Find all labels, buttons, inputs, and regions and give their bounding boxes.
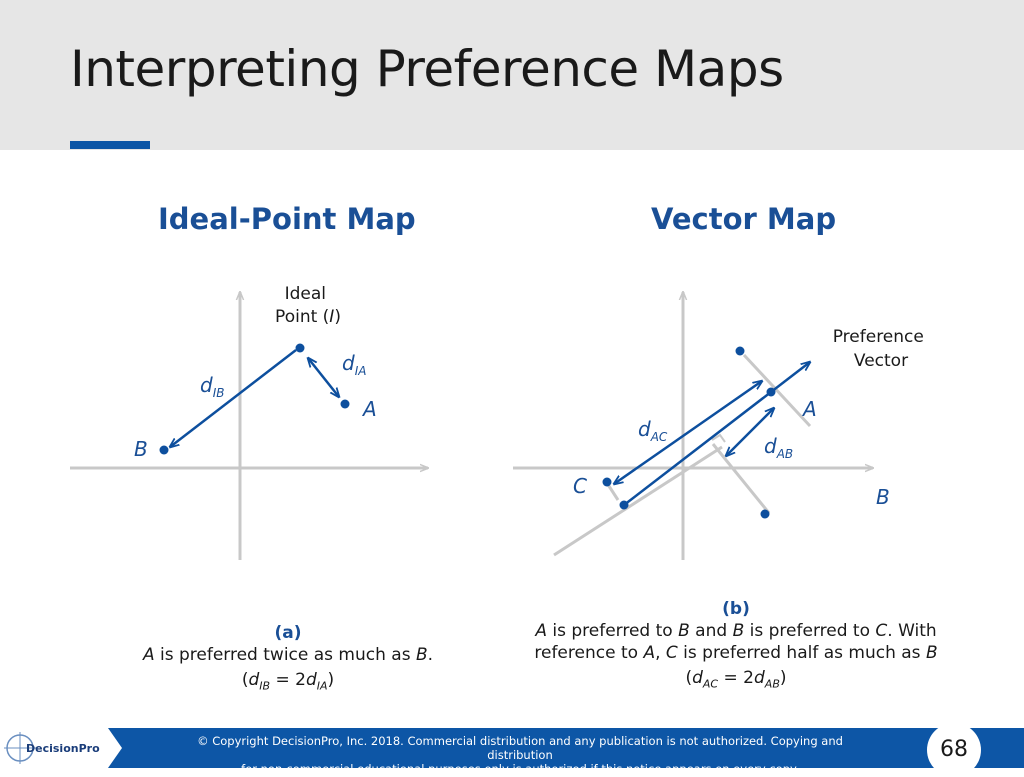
vector-origin-point — [619, 500, 629, 510]
dib-sub: IB — [213, 386, 225, 400]
ideal-label-suffix: ) — [334, 307, 341, 327]
caption-b-line1: A is preferred to B and B is preferred t… — [535, 621, 937, 641]
caption-tag-a: (a) — [274, 623, 302, 643]
distance-ib-label: dIB — [200, 373, 224, 400]
footer-bar — [0, 728, 1024, 768]
projection-line-mid — [711, 443, 771, 514]
logo-mark: DecisionPro — [4, 732, 100, 764]
ideal-label-line1: Ideal — [285, 284, 326, 304]
distance-ib-arrow — [170, 349, 297, 447]
preference-vector-arrow — [623, 362, 810, 506]
copyright-line2: for non-commercial educational purposes … — [241, 762, 799, 776]
dib-d: d — [200, 373, 213, 397]
ideal-label-symbol: I — [329, 307, 334, 327]
point-b-left-label: B — [134, 437, 148, 461]
ideal-point — [295, 343, 305, 353]
projection-line-top — [742, 353, 812, 428]
distance-ia-label: dIA — [342, 351, 366, 378]
point-top-right — [735, 346, 745, 356]
preference-vector-label: Preference Vector — [833, 327, 930, 371]
page-title: Interpreting Preference Maps — [70, 40, 784, 98]
ideal-point-axes — [70, 292, 428, 560]
vector-map-caption: (b) A is preferred to B and B is preferr… — [502, 598, 970, 695]
point-a-right-label: A — [801, 397, 817, 421]
preference-vector-line — [553, 445, 723, 557]
dac-d: d — [638, 417, 651, 441]
caption-tag-b: (b) — [722, 599, 750, 619]
logo-text: DecisionPro — [26, 742, 100, 755]
dab-d: d — [764, 434, 777, 458]
point-b-left — [159, 445, 169, 455]
vector-map-title: Vector Map — [651, 202, 837, 236]
preference-maps-diagram: Ideal Point (I) A B dIB dIA Preference V… — [70, 284, 930, 560]
caption-a-line2: A is preferred twice as much as B. — [142, 645, 434, 665]
caption-b-equation: (dAC = 2dAB) — [685, 668, 787, 691]
distance-ia-arrow — [308, 358, 339, 397]
point-a-right — [766, 387, 776, 397]
vector-map-axes — [513, 292, 873, 560]
copyright-notice: © Copyright DecisionPro, Inc. 2018. Comm… — [170, 734, 870, 776]
dia-sub: IA — [355, 364, 367, 378]
point-b-right-label: B — [876, 485, 890, 509]
ideal-point-label: Ideal Point (I) — [275, 284, 341, 327]
caption-b-line2: reference to A, C is preferred half as m… — [534, 643, 938, 663]
dia-d: d — [342, 351, 355, 375]
copyright-line1: © Copyright DecisionPro, Inc. 2018. Comm… — [197, 734, 843, 762]
title-accent-bar — [70, 141, 150, 149]
dab-sub: AB — [776, 447, 793, 461]
point-a-left-label: A — [361, 397, 377, 421]
point-c-right-label: C — [573, 474, 587, 498]
header-band — [0, 0, 1024, 150]
dac-sub: AC — [650, 430, 668, 444]
point-b-right — [760, 509, 770, 519]
vector-label-line1: Preference — [833, 327, 924, 347]
vector-label-line2: Vector — [854, 351, 908, 371]
decisionpro-logo: DecisionPro — [0, 728, 122, 768]
point-a-left — [340, 399, 350, 409]
distance-ab-arrow — [726, 408, 774, 456]
ideal-point-caption: (a) A is preferred twice as much as B. (… — [92, 622, 484, 697]
ideal-point-map-title: Ideal-Point Map — [158, 202, 416, 236]
distance-ac-arrow — [614, 381, 762, 484]
caption-a-equation: (dIB = 2dIA) — [241, 670, 335, 693]
page-number: 68 — [927, 723, 981, 777]
distance-ac-label: dAC — [638, 417, 668, 444]
distance-ab-label: dAB — [764, 434, 793, 461]
point-c-right — [602, 477, 612, 487]
ideal-label-prefix: Point ( — [275, 307, 329, 327]
